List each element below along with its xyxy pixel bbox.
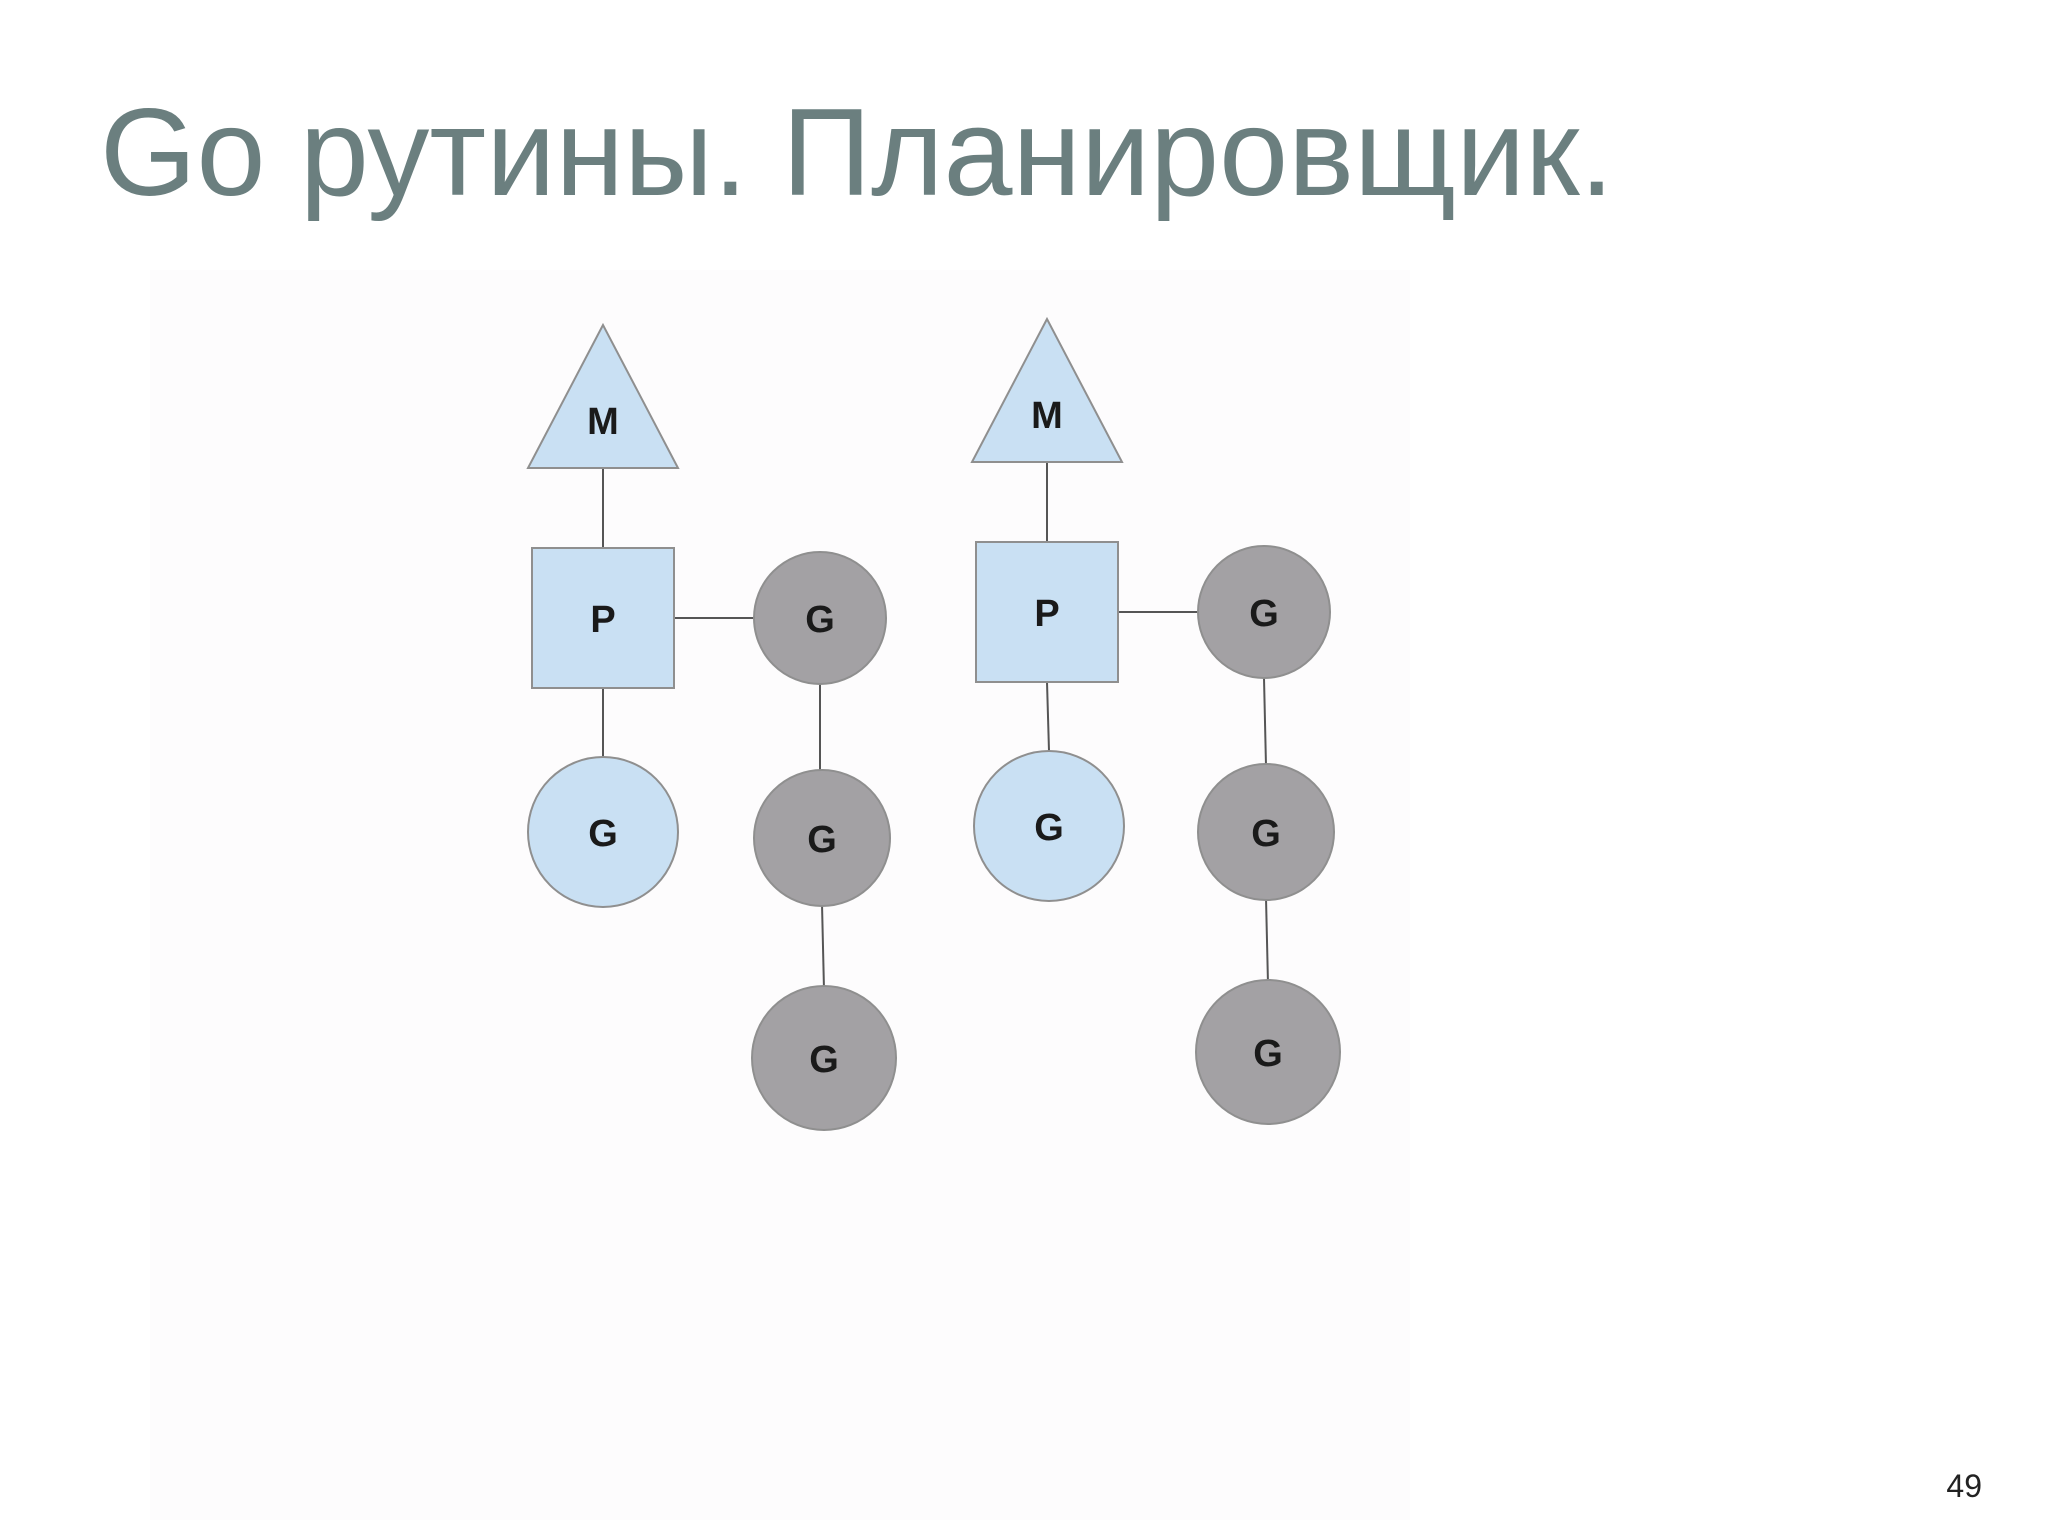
queued-goroutine-label: G <box>807 819 837 861</box>
machine-node: M <box>970 316 1124 463</box>
connector-p-g-running <box>1046 681 1050 752</box>
queued-goroutine-node: G <box>1197 763 1335 901</box>
running-goroutine-label: G <box>588 813 618 855</box>
queued-goroutine-label: G <box>805 599 835 641</box>
machine-label: M <box>587 401 619 443</box>
processor-node: P <box>975 541 1119 683</box>
connector-queue-2-3 <box>1265 897 1269 985</box>
queued-goroutine-node: G <box>751 985 897 1131</box>
processor-label: P <box>590 599 615 641</box>
queued-goroutine-label: G <box>1249 593 1279 635</box>
queued-goroutine-node: G <box>1195 979 1341 1125</box>
connector-queue-2-3 <box>821 903 825 991</box>
queued-goroutine-node: G <box>753 769 891 907</box>
running-goroutine-label: G <box>1034 807 1064 849</box>
scheduler-group-2: M P G G G G <box>970 316 1341 1125</box>
connector-queue-1-2 <box>1263 677 1267 767</box>
processor-node: P <box>531 547 675 689</box>
running-goroutine-node: G <box>527 756 679 908</box>
queued-goroutine-node: G <box>1197 545 1331 679</box>
queued-goroutine-label: G <box>1251 813 1281 855</box>
machine-node: M <box>526 322 680 469</box>
queued-goroutine-node: G <box>753 551 887 685</box>
running-goroutine-node: G <box>973 750 1125 902</box>
scheduler-diagram: M P G G G G <box>526 316 1341 1131</box>
processor-label: P <box>1034 593 1059 635</box>
page-number: 49 <box>1946 1468 1982 1504</box>
queued-goroutine-label: G <box>809 1039 839 1081</box>
machine-label: M <box>1031 395 1063 437</box>
queued-goroutine-label: G <box>1253 1033 1283 1075</box>
scheduler-group-1: M P G G G G <box>526 322 897 1131</box>
slide-title: Go рутины. Планировщик. <box>100 84 1614 222</box>
diagram-panel: M P G G G G <box>150 270 1410 1520</box>
